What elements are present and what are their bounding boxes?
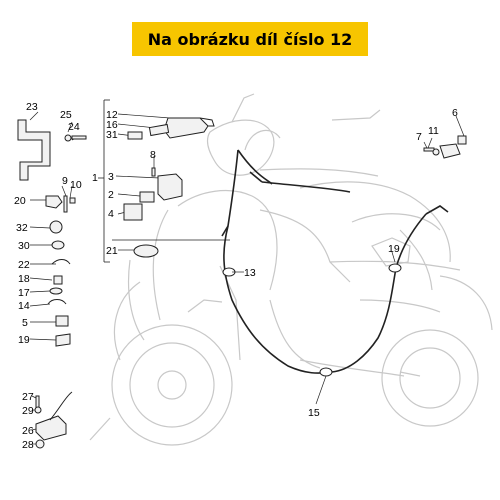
nut-part-9 xyxy=(69,197,76,204)
bracket-part-23 xyxy=(17,119,51,181)
callout-15: 15 xyxy=(308,407,320,419)
callout-22: 22 xyxy=(18,259,30,271)
sensor-part-26 xyxy=(35,415,67,441)
callout-5: 5 xyxy=(22,317,28,329)
callout-20: 20 xyxy=(14,195,26,207)
callout-24: 24 xyxy=(68,121,80,133)
part-6 xyxy=(457,135,467,145)
washer-part-25 xyxy=(64,134,72,142)
callout-16: 16 xyxy=(106,119,118,131)
parts xyxy=(17,117,467,449)
callout-29: 29 xyxy=(22,405,34,417)
part-5 xyxy=(55,315,69,327)
connector-part-2 xyxy=(139,191,155,203)
callout-2: 2 xyxy=(108,189,114,201)
part-22 xyxy=(51,259,71,265)
part-31 xyxy=(127,131,143,140)
callout-4: 4 xyxy=(108,208,114,220)
part-30 xyxy=(51,240,65,250)
callout-9: 9 xyxy=(62,175,68,187)
module-part-4 xyxy=(123,203,143,221)
wiring-harness xyxy=(221,149,449,374)
group-bracket xyxy=(98,99,110,263)
callout-labels: 23 25 24 12 16 31 8 1 3 2 4 21 20 9 10 3… xyxy=(14,101,458,451)
callout-25: 25 xyxy=(60,109,72,121)
cable-clamps xyxy=(222,263,402,377)
callout-18: 18 xyxy=(18,273,30,285)
part-11 xyxy=(439,143,461,159)
callout-1: 1 xyxy=(92,172,98,184)
part-16 xyxy=(148,123,170,137)
nut-part-28 xyxy=(35,439,45,449)
part-17 xyxy=(49,287,63,295)
part-21 xyxy=(133,244,159,258)
clamp-15 xyxy=(319,367,333,377)
callout-12: 12 xyxy=(106,109,118,121)
clip-part-19 xyxy=(55,333,71,347)
callout-26: 26 xyxy=(22,425,34,437)
callout-8: 8 xyxy=(150,149,156,161)
callout-23: 23 xyxy=(26,101,38,113)
relay-box-part-3 xyxy=(157,173,183,201)
callout-11: 11 xyxy=(428,125,439,137)
callout-13: 13 xyxy=(244,267,256,279)
screw-part-7 xyxy=(423,147,435,152)
part-18 xyxy=(53,275,63,285)
part-14 xyxy=(47,299,67,305)
part-32 xyxy=(49,220,63,234)
part-banner: Na obrázku díl číslo 12 xyxy=(132,22,368,56)
callout-28: 28 xyxy=(22,439,34,451)
callout-10: 10 xyxy=(70,179,82,191)
washer-part-11 xyxy=(432,148,440,156)
clamp-19-right xyxy=(388,263,402,273)
fuse-box-part-12 xyxy=(163,117,209,139)
callout-14: 14 xyxy=(18,300,30,312)
bracket-part-20 xyxy=(45,195,63,209)
screw-part-27 xyxy=(35,395,40,409)
callout-19-right: 19 xyxy=(388,243,400,255)
scooter-silhouette xyxy=(89,93,493,446)
callout-32: 32 xyxy=(16,222,28,234)
callout-31: 31 xyxy=(106,129,118,141)
callout-27: 27 xyxy=(22,391,34,403)
callout-21: 21 xyxy=(106,245,118,257)
washer-part-29 xyxy=(34,406,42,414)
screw-part-8 xyxy=(151,167,156,177)
callout-19-left: 19 xyxy=(18,334,30,346)
callout-17: 17 xyxy=(18,287,30,299)
screw-part-24 xyxy=(71,135,87,140)
callout-30: 30 xyxy=(18,240,30,252)
callout-3: 3 xyxy=(108,171,114,183)
banner-title: Na obrázku díl číslo 12 xyxy=(147,29,353,49)
callout-7: 7 xyxy=(416,131,422,143)
bolt-part-10 xyxy=(63,195,68,213)
callout-6: 6 xyxy=(452,107,458,119)
